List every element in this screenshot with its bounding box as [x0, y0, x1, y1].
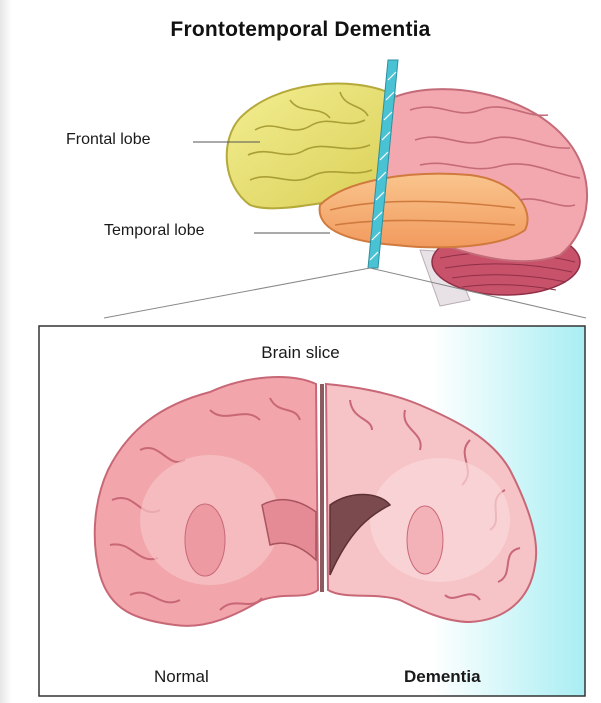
- projection-line-left: [104, 268, 370, 318]
- diagram-title: Frontotemporal Dementia: [0, 18, 601, 42]
- normal-label: Normal: [154, 667, 209, 687]
- brain-slice-label: Brain slice: [0, 343, 601, 363]
- dementia-label: Dementia: [404, 667, 481, 687]
- frontal-lobe-label: Frontal lobe: [66, 131, 151, 149]
- midline-gap: [320, 384, 324, 592]
- lateral-brain: [227, 60, 587, 306]
- temporal-lobe-label: Temporal lobe: [104, 222, 205, 240]
- normal-basal-ganglia: [185, 504, 225, 576]
- dementia-basal-ganglia: [407, 506, 443, 574]
